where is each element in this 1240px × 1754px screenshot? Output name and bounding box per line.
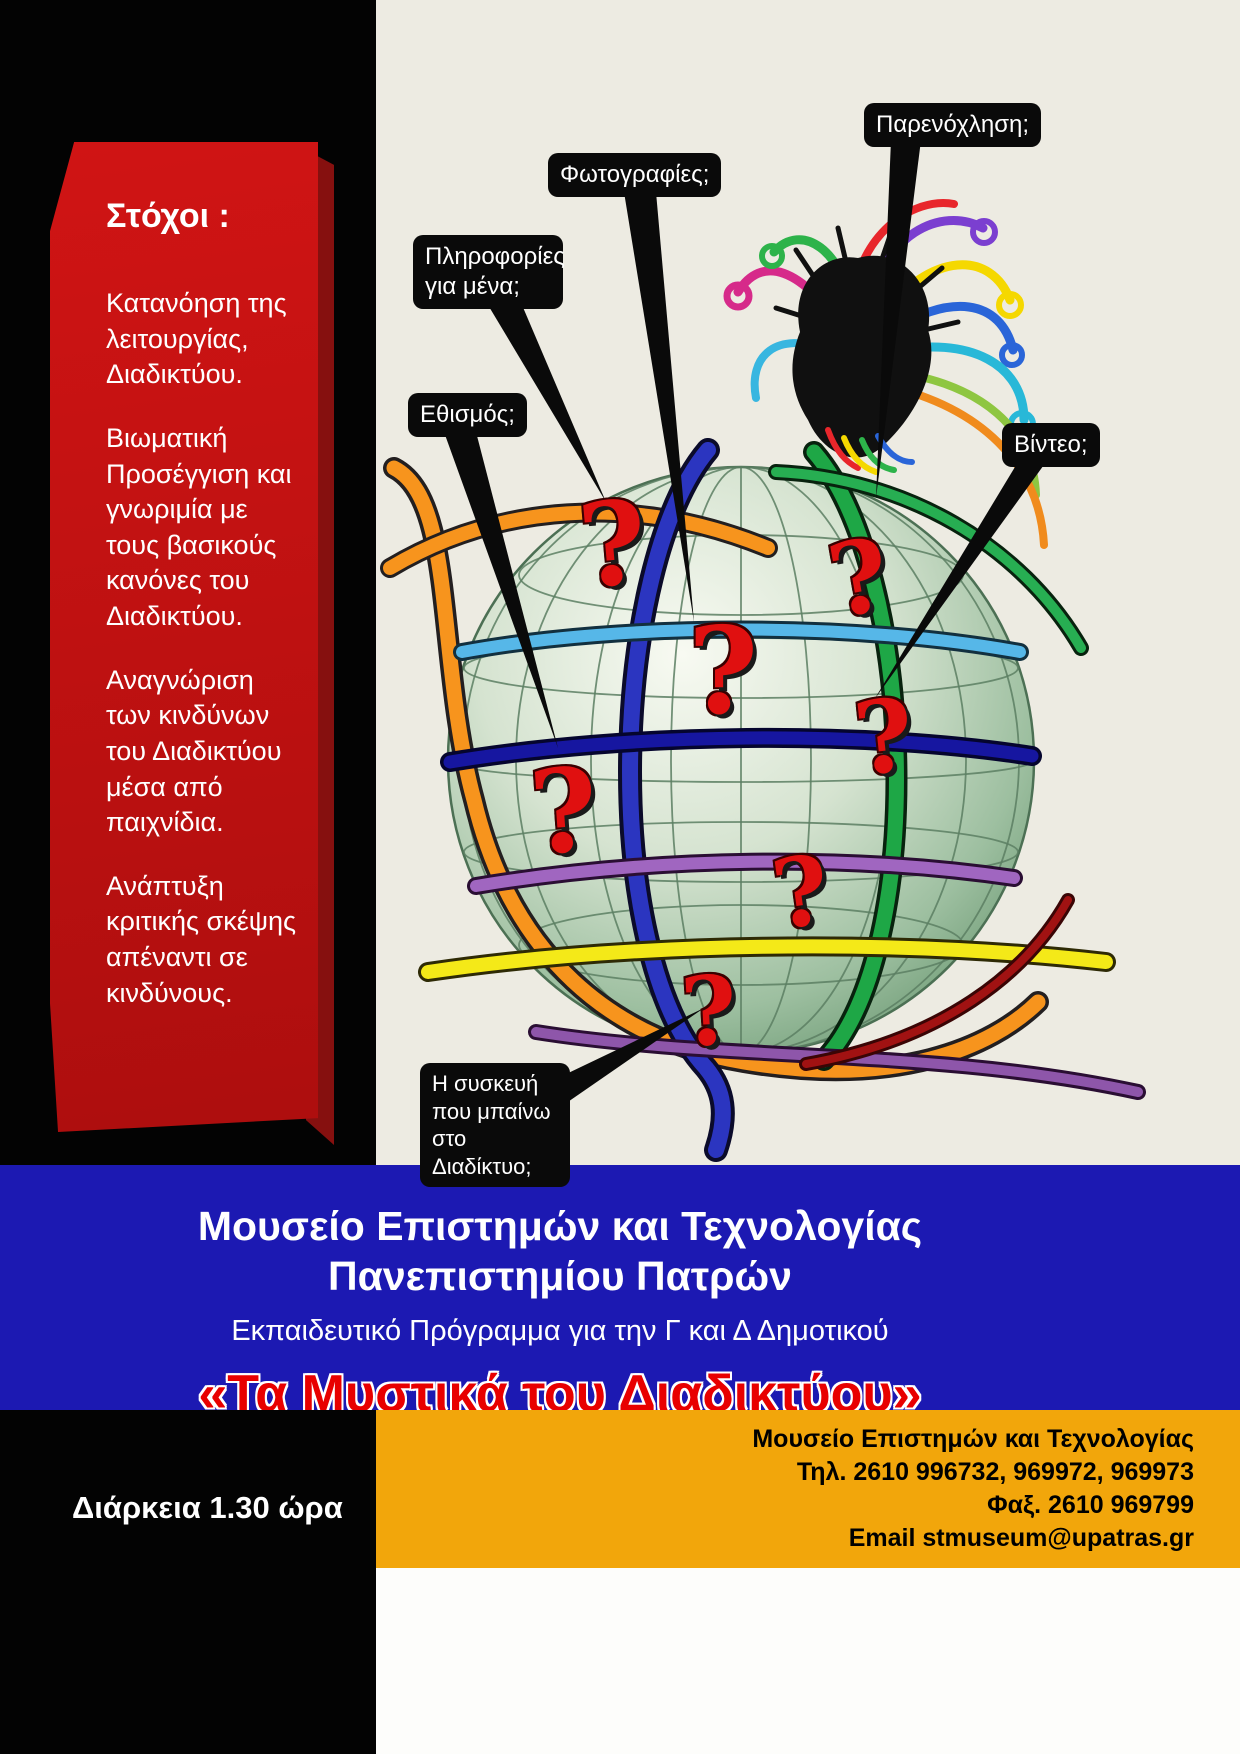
banner-subtitle: Εκπαιδευτικό Πρόγραμμα για την Γ και Δ Δ… bbox=[231, 1315, 889, 1348]
question-mark: ? bbox=[678, 955, 740, 1069]
goal-item: Ανάπτυξη κριτικής σκέψης απέναντι σε κιν… bbox=[106, 870, 297, 1008]
monster-body bbox=[792, 255, 932, 458]
contact-fax: Φαξ. 2610 969799 bbox=[987, 1491, 1194, 1519]
callout-device: Η συσκευή που μπαίνω στο Διαδίκτυο; bbox=[420, 1063, 570, 1187]
globe-ribbons bbox=[380, 438, 1146, 1162]
contact-email: Email stmuseum@upatras.gr bbox=[848, 1524, 1194, 1552]
goal-item: Βιωματική Προσέγγιση και γνωριμία με του… bbox=[106, 422, 292, 631]
goals-panel: Στόχοι : Κατανόηση της λειτουργίας, Διαδ… bbox=[50, 142, 318, 1132]
goal-item: Κατανόηση της λειτουργίας, Διαδικτύου. bbox=[106, 288, 287, 390]
question-mark: ? bbox=[848, 675, 920, 799]
callout-photos: Φωτογραφίες; bbox=[548, 153, 722, 197]
globe-illustration bbox=[380, 140, 1146, 1162]
question-mark: ? bbox=[525, 742, 603, 882]
banner-title-line2: Πανεπιστημίου Πατρών bbox=[328, 1253, 792, 1300]
banner-title-line1: Μουσείο Επιστημών και Τεχνολογίας bbox=[197, 1203, 923, 1249]
left-black-column: Στόχοι : Κατανόηση της λειτουργίας, Διαδ… bbox=[0, 0, 376, 1165]
monster-rainbow-fringe bbox=[825, 427, 915, 475]
contact-phone: Τηλ. 2610 996732, 969972, 969973 bbox=[796, 1458, 1194, 1486]
callout-video: Βίντεο; bbox=[1002, 423, 1100, 467]
footer-black-panel: Διάρκεια 1.30 ώρα bbox=[0, 1410, 376, 1754]
callout-addiction: Εθισμός; bbox=[408, 393, 527, 437]
callout-personal-info: Πληροφορίες για μένα; bbox=[413, 235, 565, 309]
goal-item: Αναγνώριση των κινδύνων του Διαδικτύου μ… bbox=[106, 664, 282, 838]
contact-panel: Μουσείο Επιστημών και Τεχνολογίας Τηλ. 2… bbox=[376, 1410, 1240, 1568]
museum-banner: Μουσείο Επιστημών και Τεχνολογίας Πανεπι… bbox=[0, 1165, 1240, 1423]
footer-white-panel bbox=[376, 1568, 1240, 1754]
question-mark: ? bbox=[687, 601, 759, 742]
globe-illustration-area: ? ? ? ? ? ? ? Παρενόχληση; Φωτογραφίες; … bbox=[376, 0, 1240, 1187]
callout-tails bbox=[444, 140, 1046, 1106]
callout-harassment: Παρενόχληση; bbox=[864, 103, 1042, 147]
duration-label: Διάρκεια 1.30 ώρα bbox=[72, 1490, 343, 1525]
question-mark: ? bbox=[573, 474, 653, 616]
contact-museum-name: Μουσείο Επιστημών και Τεχνολογίας bbox=[752, 1425, 1194, 1453]
goals-title: Στόχοι : bbox=[106, 197, 230, 235]
